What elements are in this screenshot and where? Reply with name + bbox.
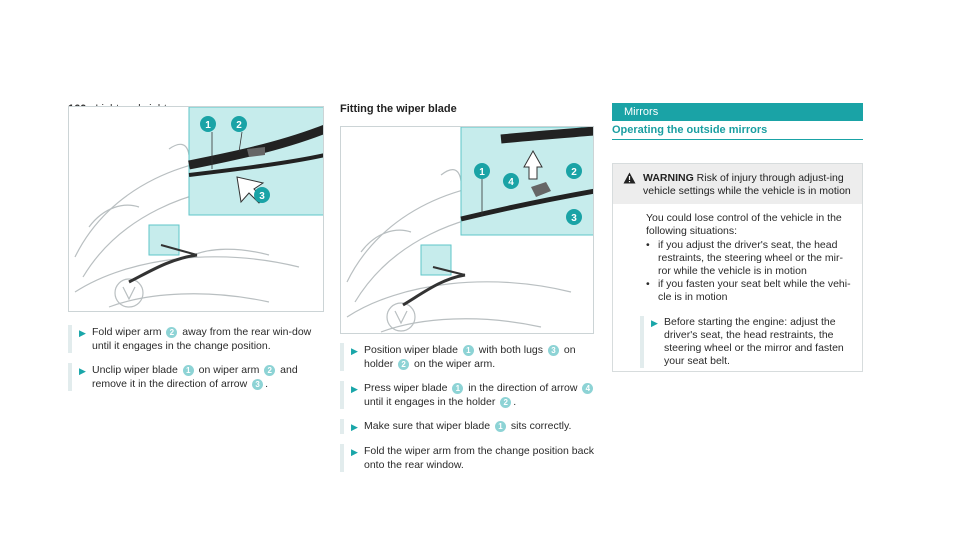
warning-body: You could lose control of the vehicle in… bbox=[613, 204, 862, 368]
warning-headline: Risk of injury through adjust-ing vehicl… bbox=[643, 172, 851, 197]
warning-intro: You could lose control of the vehicle in… bbox=[646, 212, 842, 237]
step-text: Press wiper blade 1 in the direction of … bbox=[364, 381, 598, 409]
callout-ref: 1 bbox=[494, 421, 506, 432]
callout-ref: 2 bbox=[500, 397, 512, 408]
warning-header: WARNING Risk of injury through adjust-in… bbox=[613, 164, 862, 204]
callout-ref: 1 bbox=[182, 365, 194, 376]
step-text: Fold the wiper arm from the change posit… bbox=[364, 445, 594, 471]
svg-text:3: 3 bbox=[571, 213, 577, 224]
svg-text:2: 2 bbox=[236, 120, 242, 131]
step-arrow-icon: ▶ bbox=[351, 422, 358, 432]
figure-remove-wiper-blade: 1 2 3 bbox=[68, 106, 324, 312]
steps-fit-blade: ▶ Position wiper blade 1 with both lugs … bbox=[340, 343, 598, 482]
warning-box: WARNING Risk of injury through adjust-in… bbox=[612, 163, 863, 372]
step-text: Unclip wiper blade 1 on wiper arm 2 and … bbox=[92, 364, 298, 390]
step-arrow-icon: ▶ bbox=[351, 384, 358, 394]
subheading-outside-mirrors: Operating the outside mirrors bbox=[612, 124, 863, 140]
step-item: ▶ Position wiper blade 1 with both lugs … bbox=[340, 343, 598, 371]
wiper-illustration-2: 1 2 3 4 bbox=[346, 127, 593, 333]
callout-3: 3 bbox=[254, 187, 270, 203]
step-arrow-icon: ▶ bbox=[351, 346, 358, 356]
step-arrow-icon: ▶ bbox=[351, 447, 358, 457]
step-item: ▶ Make sure that wiper blade 1 sits corr… bbox=[340, 419, 598, 434]
callout-ref: 4 bbox=[582, 383, 594, 394]
callout-ref: 2 bbox=[264, 365, 276, 376]
list-item: if you fasten your seat belt while the v… bbox=[646, 278, 852, 304]
svg-text:4: 4 bbox=[508, 177, 514, 188]
section-band-mirrors: Mirrors bbox=[612, 103, 863, 121]
step-item: ▶ Fold wiper arm 2 away from the rear wi… bbox=[68, 325, 328, 353]
callout-4: 4 bbox=[503, 173, 519, 189]
step-item: ▶ Press wiper blade 1 in the direction o… bbox=[340, 381, 598, 409]
svg-text:1: 1 bbox=[479, 167, 485, 178]
warning-label: WARNING bbox=[643, 172, 694, 184]
callout-ref: 3 bbox=[547, 345, 559, 356]
callout-3: 3 bbox=[566, 209, 582, 225]
steps-remove-blade: ▶ Fold wiper arm 2 away from the rear wi… bbox=[68, 325, 328, 401]
step-text: Position wiper blade 1 with both lugs 3 … bbox=[364, 344, 576, 370]
step-item: ▶ Unclip wiper blade 1 on wiper arm 2 an… bbox=[68, 363, 328, 391]
callout-ref: 1 bbox=[462, 345, 474, 356]
section-title-fitting: Fitting the wiper blade bbox=[340, 103, 457, 115]
callout-ref: 2 bbox=[166, 327, 178, 338]
step-item: ▶ Before starting the engine: adjust the… bbox=[640, 316, 852, 368]
svg-text:3: 3 bbox=[259, 191, 265, 202]
callout-ref: 3 bbox=[252, 379, 264, 390]
step-text: Fold wiper arm 2 away from the rear win-… bbox=[92, 326, 312, 352]
step-arrow-icon: ▶ bbox=[651, 318, 658, 328]
callout-ref: 1 bbox=[452, 383, 464, 394]
figure-fit-wiper-blade: 1 2 3 4 bbox=[340, 126, 594, 334]
callout-2: 2 bbox=[231, 116, 247, 132]
callout-1: 1 bbox=[474, 163, 490, 179]
warning-triangle-icon bbox=[623, 172, 643, 198]
svg-text:2: 2 bbox=[571, 167, 577, 178]
list-item: if you adjust the driver's seat, the hea… bbox=[646, 239, 852, 278]
step-arrow-icon: ▶ bbox=[79, 328, 86, 338]
step-text: Make sure that wiper blade 1 sits correc… bbox=[364, 420, 572, 432]
callout-2: 2 bbox=[566, 163, 582, 179]
callout-1: 1 bbox=[200, 116, 216, 132]
callout-ref: 2 bbox=[398, 359, 410, 370]
wiper-illustration-1: 1 2 3 bbox=[74, 107, 323, 308]
svg-text:1: 1 bbox=[205, 120, 211, 131]
step-item: ▶ Fold the wiper arm from the change pos… bbox=[340, 444, 598, 472]
step-arrow-icon: ▶ bbox=[79, 366, 86, 376]
warning-bullets: if you adjust the driver's seat, the hea… bbox=[646, 239, 852, 304]
step-text: Before starting the engine: adjust the d… bbox=[664, 316, 844, 367]
